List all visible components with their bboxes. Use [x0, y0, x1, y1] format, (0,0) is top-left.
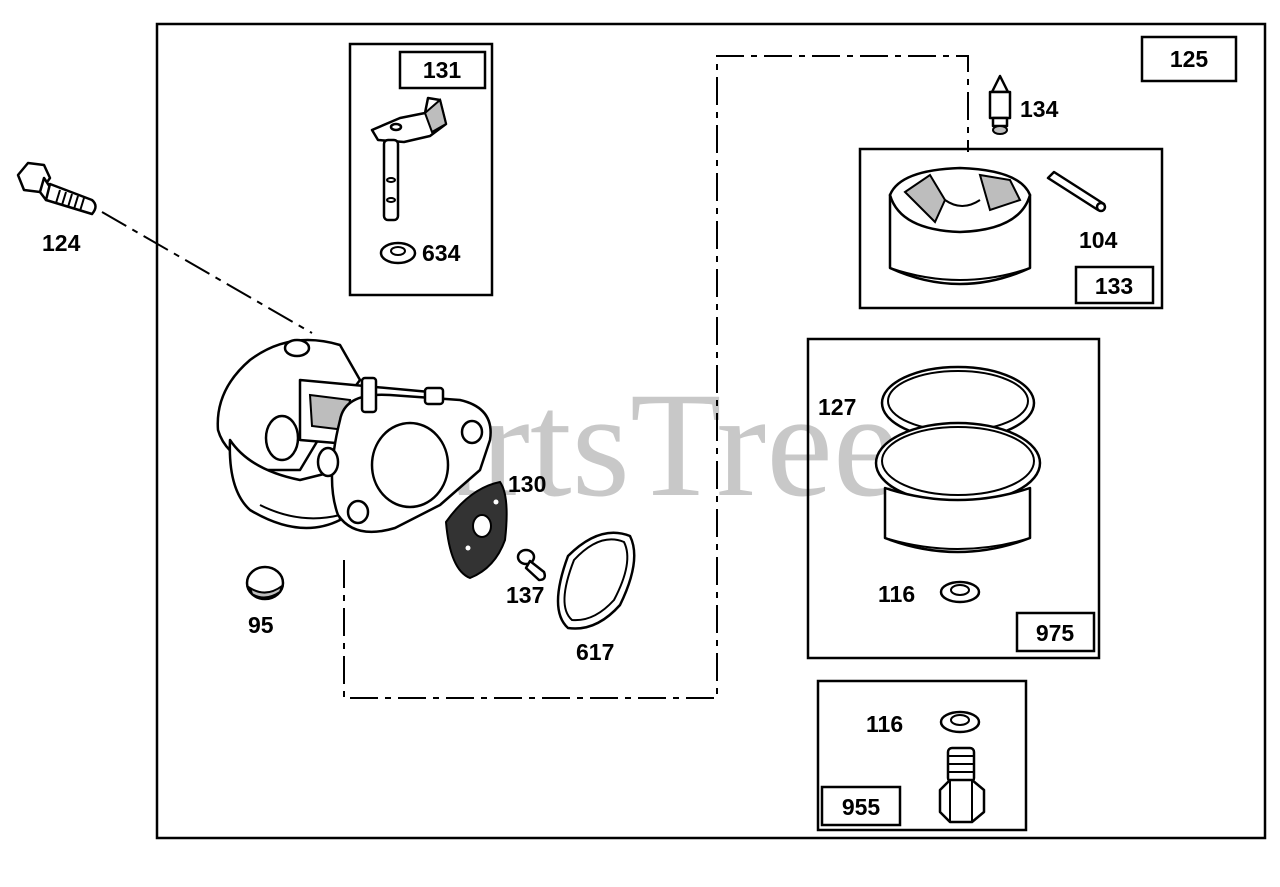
- label-134[interactable]: 134: [1020, 96, 1059, 122]
- label-127[interactable]: 95: [248, 612, 274, 638]
- assembly-number-box: [1140, 35, 1238, 83]
- label-116-screw[interactable]: 116: [866, 711, 903, 737]
- label-634[interactable]: 634: [422, 240, 461, 266]
- washer-634-icon[interactable]: [379, 241, 417, 265]
- leader-124: [101, 211, 313, 334]
- o-ring-617-icon[interactable]: [556, 531, 636, 630]
- screw-95-icon[interactable]: [516, 548, 547, 582]
- hinge-pin-icon[interactable]: [1046, 170, 1107, 213]
- welch-plug-icon[interactable]: [245, 565, 285, 601]
- float-needle-icon[interactable]: [988, 74, 1012, 135]
- float-icon[interactable]: [888, 166, 1032, 286]
- kit-133-number-box: [1074, 265, 1155, 305]
- kit-131-number[interactable]: 131: [423, 57, 462, 83]
- label-95[interactable]: 137: [506, 582, 544, 608]
- kit-133-number[interactable]: 133: [1095, 273, 1133, 299]
- assembly-frame: [155, 22, 1267, 840]
- throttle-shaft-icon[interactable]: [370, 96, 448, 222]
- label-124[interactable]: 124: [42, 230, 81, 256]
- kit-955-box: [816, 679, 1028, 832]
- kit-133-box: [858, 147, 1164, 310]
- float-bowl-icon[interactable]: [874, 365, 1042, 554]
- kit-975-number-box: [1015, 611, 1096, 653]
- carburetor-body-icon[interactable]: [216, 338, 492, 534]
- kit-131-box: [348, 42, 494, 297]
- gasket-130-icon[interactable]: [444, 480, 508, 580]
- kit-975-box: [806, 337, 1101, 660]
- washer-116-screw-icon[interactable]: [939, 710, 981, 734]
- kit-955-number[interactable]: 955: [842, 794, 881, 820]
- washer-116-bowl-icon[interactable]: [939, 580, 981, 604]
- leader-float-bowl: [343, 55, 969, 699]
- label-116-bowl[interactable]: 116: [878, 581, 915, 607]
- kit-131-number-box: [398, 50, 487, 90]
- label-104[interactable]: 104: [1079, 227, 1118, 253]
- bolt-icon[interactable]: [16, 161, 97, 216]
- assembly-number[interactable]: 125: [1170, 46, 1209, 72]
- bowl-screw-icon[interactable]: [938, 746, 986, 824]
- label-130[interactable]: 130: [508, 471, 546, 497]
- kit-975-number[interactable]: 975: [1036, 620, 1075, 646]
- label-137[interactable]: 127: [818, 394, 856, 420]
- label-617[interactable]: 617: [576, 639, 614, 665]
- kit-955-number-box: [820, 785, 902, 827]
